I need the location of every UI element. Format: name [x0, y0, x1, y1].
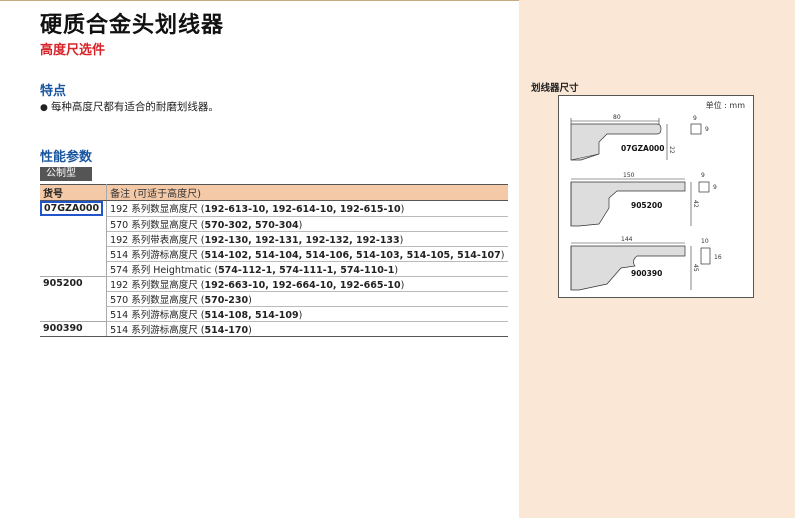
- remark-cell: 514 系列游标高度尺 (514-170): [106, 321, 508, 337]
- item-code: 900390: [43, 323, 83, 334]
- specs-heading: 性能参数: [40, 150, 93, 165]
- remark-suffix: ): [400, 279, 405, 291]
- item-code: 07GZA000: [40, 201, 104, 216]
- dim-side-w-1: 9: [693, 115, 697, 122]
- dim-height-1: 22: [668, 146, 675, 154]
- remark-prefix: 514 系列游标高度尺 (: [110, 324, 205, 336]
- diagram-label: 划线器尺寸: [531, 83, 579, 94]
- remark-prefix: 192 系列数显高度尺 (: [110, 204, 205, 216]
- remark-cell: 192 系列数显高度尺 (192-663-10, 192-664-10, 192…: [106, 276, 508, 292]
- compatible-models: 514-102, 514-104, 514-106, 514-103, 514-…: [204, 249, 501, 261]
- table-row: 570 系列数显高度尺 (570-230): [40, 291, 508, 307]
- table-row: 192 系列带表高度尺 (192-130, 192-131, 192-132, …: [40, 231, 508, 247]
- compatible-models: 192-613-10, 192-614-10, 192-615-10: [204, 204, 401, 216]
- header-remark: 备注 (可适于高度尺): [106, 184, 508, 201]
- drawing-code-1: 07GZA000: [621, 144, 665, 153]
- dim-side-h-1: 9: [705, 126, 709, 133]
- compatible-models: 574-112-1, 574-111-1, 574-110-1: [218, 264, 395, 276]
- remark-suffix: ): [248, 294, 252, 306]
- table-row: 574 系列 Heightmatic (574-112-1, 574-111-1…: [40, 261, 508, 277]
- left-panel: 硬质合金头划线器 高度尺选件 特点 ●每种高度尺都有适合的耐磨划线器。 性能参数…: [0, 0, 519, 337]
- remark-cell: 570 系列数显高度尺 (570-302, 570-304): [106, 216, 508, 232]
- compatible-models: 514-108, 514-109: [204, 309, 299, 321]
- compatible-models: 514-170: [204, 324, 249, 336]
- dim-length-3: 144: [621, 236, 633, 243]
- dim-length-1: 80: [613, 114, 621, 121]
- item-code-cell: [40, 216, 108, 231]
- table-header-row: 货号 备注 (可适于高度尺): [40, 184, 508, 201]
- table-row: 514 系列游标高度尺 (514-108, 514-109): [40, 306, 508, 322]
- drawing-code-3: 900390: [631, 269, 662, 278]
- scriber-drawing-1: 80 22 07GZA000 9 9: [570, 114, 709, 161]
- table-row: 514 系列游标高度尺 (514-102, 514-104, 514-106, …: [40, 246, 508, 262]
- item-code-cell: 07GZA000: [40, 200, 108, 216]
- item-code-cell: [40, 246, 108, 261]
- remark-suffix: ): [400, 204, 405, 216]
- dim-height-3: 45: [692, 264, 699, 272]
- dim-side-w-3: 10: [701, 238, 709, 245]
- unit-label: 单位 : mm: [705, 101, 745, 110]
- dim-side-h-3: 16: [714, 254, 722, 261]
- scriber-drawings: 80 22 07GZA000 9 9 150 42 905200 9 9 144: [570, 114, 722, 291]
- remark-cell: 192 系列数显高度尺 (192-613-10, 192-614-10, 192…: [106, 200, 508, 217]
- remark-prefix: 514 系列游标高度尺 (: [110, 249, 205, 261]
- remark-prefix: 570 系列数显高度尺 (: [110, 219, 205, 231]
- dim-side-h-2: 9: [713, 184, 717, 191]
- item-code-cell: 900390: [40, 320, 108, 337]
- item-code: 905200: [43, 278, 83, 290]
- remark-suffix: ): [394, 264, 399, 276]
- remark-cell: 514 系列游标高度尺 (514-108, 514-109): [106, 306, 508, 322]
- remark-suffix: ): [248, 324, 252, 336]
- remark-suffix: ): [298, 219, 303, 231]
- remark-prefix: 574 系列 Heightmatic (: [110, 264, 219, 276]
- scriber-drawing-2: 150 42 905200 9 9: [570, 172, 717, 227]
- header-code: 货号: [40, 184, 108, 201]
- diagram-box: 单位 : mm 80 22 07GZA000 9 9 150 42 905200: [558, 95, 754, 298]
- remark-suffix: ): [500, 249, 505, 261]
- remark-cell: 514 系列游标高度尺 (514-102, 514-104, 514-106, …: [106, 246, 508, 262]
- item-code-cell: [40, 306, 108, 321]
- remark-suffix: ): [399, 234, 404, 246]
- remark-prefix: 570 系列数显高度尺 (: [110, 294, 205, 306]
- scriber-drawing-3: 144 45 900390 10 16: [570, 236, 722, 291]
- remark-prefix: 514 系列游标高度尺 (: [110, 309, 205, 321]
- remark-suffix: ): [298, 309, 303, 321]
- dim-length-2: 150: [623, 172, 635, 179]
- item-code-cell: [40, 231, 108, 246]
- table-row: 570 系列数显高度尺 (570-302, 570-304): [40, 216, 508, 232]
- remark-cell: 192 系列带表高度尺 (192-130, 192-131, 192-132, …: [106, 231, 508, 247]
- bullet-icon: ●: [40, 103, 48, 113]
- compatible-models: 570-302, 570-304: [204, 219, 299, 231]
- dim-height-2: 42: [692, 200, 699, 208]
- table-row: 900390 514 系列游标高度尺 (514-170): [40, 320, 508, 337]
- remark-prefix: 192 系列数显高度尺 (: [110, 279, 205, 291]
- compatible-models: 192-663-10, 192-664-10, 192-665-10: [204, 279, 401, 291]
- page-subtitle: 高度尺选件: [40, 43, 106, 58]
- metric-tag: 公制型: [40, 167, 92, 181]
- features-heading: 特点: [40, 84, 67, 99]
- item-code-cell: [40, 291, 108, 306]
- dim-side-w-2: 9: [701, 172, 705, 179]
- compatible-models: 570-230: [204, 294, 249, 306]
- item-code-cell: [40, 261, 108, 276]
- feature-item: ●每种高度尺都有适合的耐磨划线器。: [40, 101, 219, 113]
- drawing-code-2: 905200: [631, 201, 662, 210]
- remark-cell: 570 系列数显高度尺 (570-230): [106, 291, 508, 307]
- table-row: 905200 192 系列数显高度尺 (192-663-10, 192-664-1…: [40, 275, 508, 292]
- remark-prefix: 192 系列带表高度尺 (: [110, 234, 205, 246]
- compatible-models: 192-130, 192-131, 192-132, 192-133: [204, 234, 400, 246]
- page-title: 硬质合金头划线器: [40, 13, 225, 38]
- item-code-cell: 905200: [40, 275, 108, 291]
- remark-cell: 574 系列 Heightmatic (574-112-1, 574-111-1…: [106, 261, 508, 277]
